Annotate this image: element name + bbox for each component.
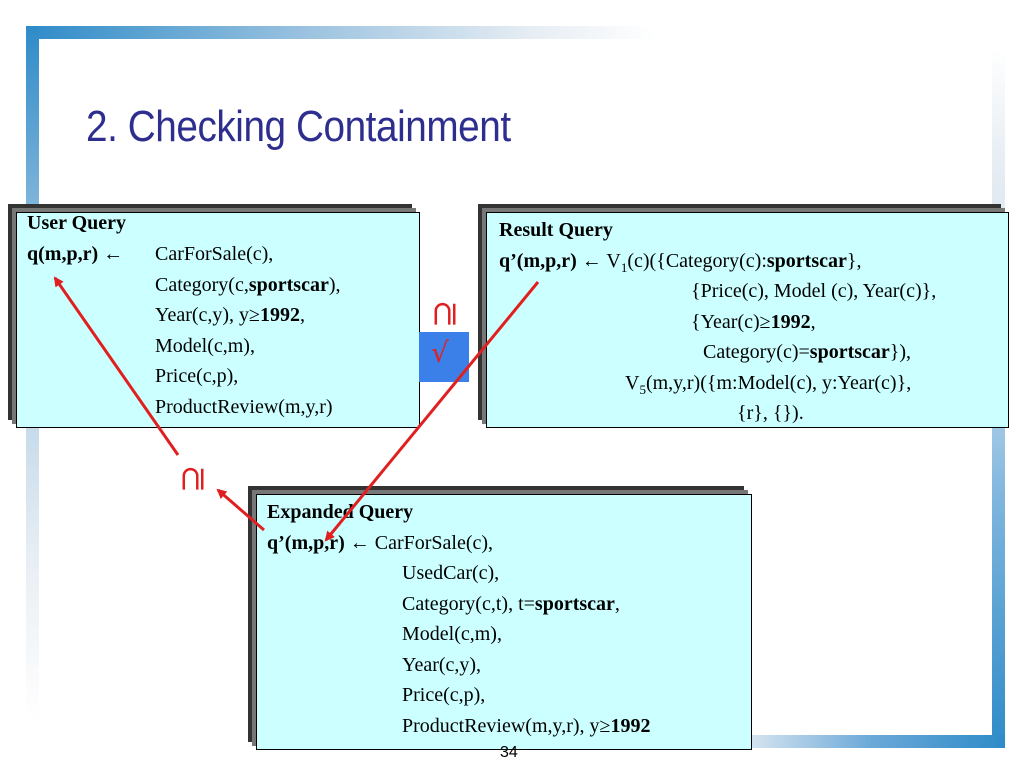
page-number: 34 <box>500 744 518 761</box>
result-query-line-2: {Price(c), Model (c), Year(c)}, <box>691 280 937 302</box>
expanded-query-box: Expanded Query q’(m,p,r) ← CarForSale(c)… <box>256 494 752 750</box>
slide-title: 2. Checking Containment <box>86 102 511 151</box>
result-query-line-4: Category(c)=sportscar}), <box>703 341 912 363</box>
expanded-query-line-7: ProductReview(m,y,r), y≥1992 <box>402 715 651 737</box>
result-query-line-3: {Year(c)≥1992, <box>691 311 816 333</box>
result-query-box: Result Query q’(m,p,r) ← V1(c)({Category… <box>486 212 1009 428</box>
user-query-line-6: ProductReview(m,y,r) <box>155 396 333 418</box>
user-query-line-2: Category(c,sportscar), <box>155 274 341 296</box>
user-query-line-5: Price(c,p), <box>155 365 239 387</box>
result-query-line-6: {r}, {}). <box>737 402 804 424</box>
arrow-expanded-to-superset <box>216 488 265 532</box>
expanded-query-line-5: Year(c,y), <box>402 654 482 676</box>
user-query-line-3: Year(c,y), y≥1992, <box>155 304 306 326</box>
user-query-line-1: CarForSale(c), <box>155 243 274 265</box>
check-mark-icon: √ <box>431 336 449 369</box>
result-query-line-1: q’(m,p,r) ← V1(c)({Category(c):sportscar… <box>499 250 862 275</box>
check-box <box>419 332 469 382</box>
expanded-query-line-6: Price(c,p), <box>402 684 486 706</box>
frame-right-bar <box>992 330 1005 748</box>
result-query-heading: Result Query <box>499 219 613 241</box>
arrow-expanded-to-user <box>53 276 180 456</box>
expanded-query-heading: Expanded Query <box>267 501 414 523</box>
user-query-heading: User Query <box>27 212 127 234</box>
expanded-query-line-4: Model(c,m), <box>402 623 502 645</box>
frame-top-bar <box>26 26 656 39</box>
expanded-query-line-3: Category(c,t), t=sportscar, <box>402 593 620 615</box>
result-query-line-5: V5(m,y,r)({m:Model(c), y:Year(c)}, <box>625 372 912 397</box>
arrow-result-to-expanded <box>324 281 540 542</box>
user-query-head: q(m,p,r) ← <box>27 243 124 265</box>
frame-bottom-bar <box>740 735 1005 748</box>
expanded-query-line-2: UsedCar(c), <box>402 562 500 584</box>
user-query-line-4: Model(c,m), <box>155 335 255 357</box>
expanded-query-line-1: q’(m,p,r) ← CarForSale(c), <box>267 532 494 554</box>
